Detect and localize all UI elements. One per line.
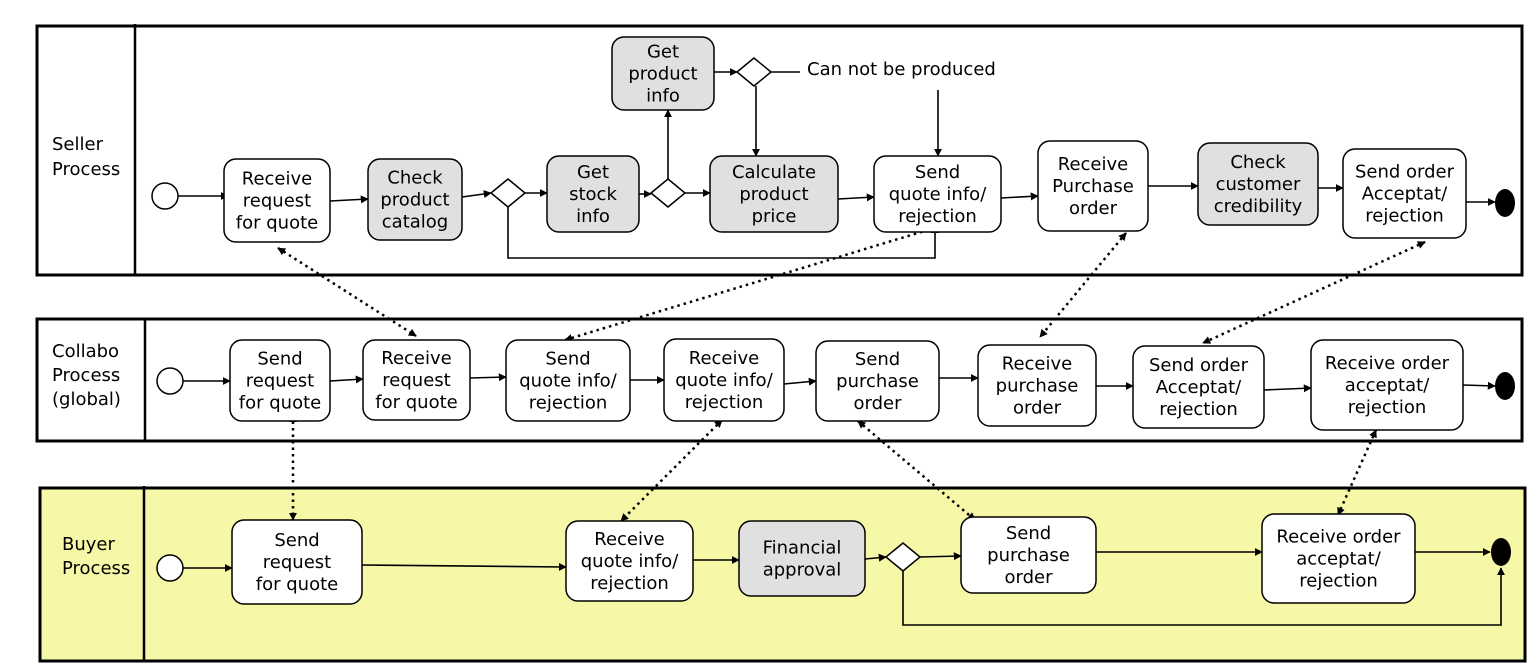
gateways [489,57,922,572]
task-seller-get-product-info-box [611,36,715,111]
task-seller-send-order-box [1342,148,1467,239]
task-collab-send-quote-box [505,339,631,422]
message-flows [277,224,1426,522]
cannot-produce-label: Can not be produced [807,59,996,80]
buyer-end-event [1491,538,1511,566]
task-collab-receive-request-box [362,339,471,421]
task-collab-send-order-box [1132,345,1265,429]
task-seller-get-stock-box [546,155,640,233]
collab-end-event [1495,372,1515,400]
task-buyer-send-po-box [960,516,1097,594]
task-seller-receive-request-box [223,158,331,243]
task-collab-send-po-box [815,340,940,422]
buyer-start-event [156,554,184,582]
seller-end-event [1495,189,1515,217]
task-buyer-send-request-box [231,519,363,605]
task-buyer-receive-order-box [1261,513,1416,604]
task-buyer-receive-quote-box [565,520,694,602]
task-seller-receive-po-box [1037,140,1149,232]
task-buyer-financial-box [738,520,866,597]
task-collab-receive-quote-box [663,338,785,422]
task-seller-send-quote-box [873,155,1002,233]
task-seller-check-catalog-box [367,158,463,241]
task-collab-send-request-box [229,339,331,422]
task-collab-receive-po-box [977,344,1097,427]
task-collab-receive-order-box [1310,339,1464,431]
seller-start-event [151,182,179,210]
task-seller-check-credibility-box [1197,142,1319,226]
collab-start-event [156,367,184,395]
task-seller-calc-price-box [709,155,839,233]
